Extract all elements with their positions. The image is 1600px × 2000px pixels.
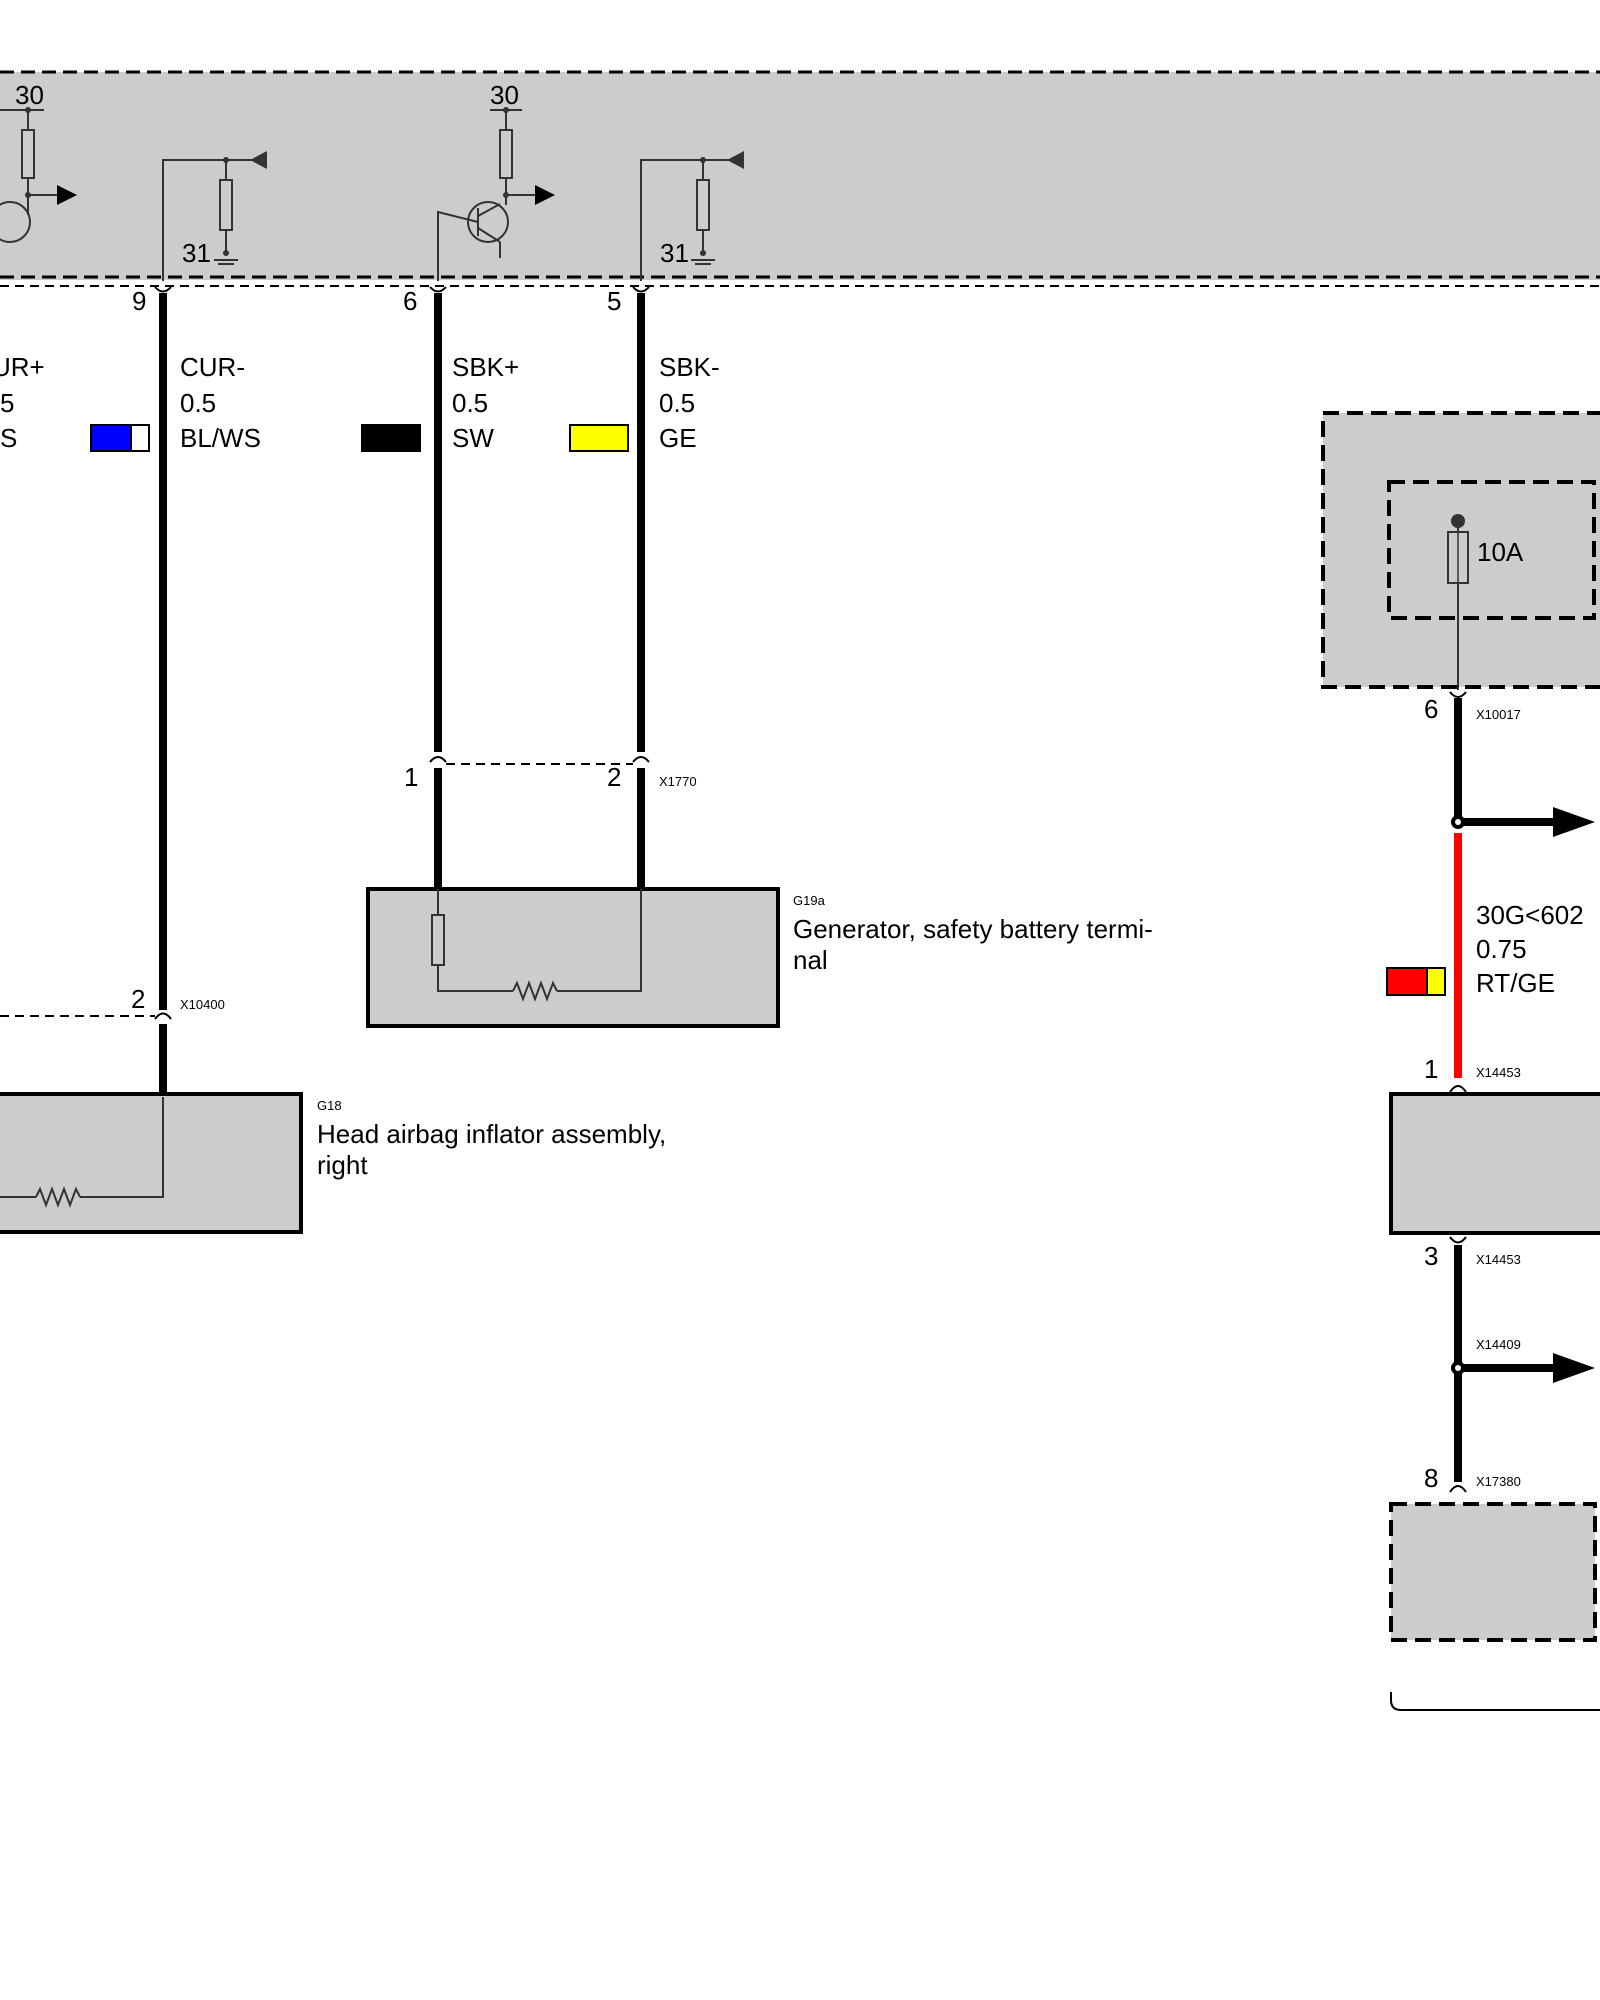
wire-label-cur-plus-name: UR+ (0, 352, 45, 382)
component-g19a (366, 887, 780, 1028)
ground-resistor-left (162, 151, 267, 281)
wire-label-sbk-plus-gauge: 0.5 (452, 388, 488, 418)
component-g18 (0, 1092, 303, 1234)
component-g19a-desc-line1: Generator, safety battery termi- (793, 914, 1153, 944)
x14453-pin-3: 3 (1424, 1241, 1438, 1271)
connector-hooks (154, 286, 650, 1020)
component-g19a-desc-line2: nal (793, 945, 828, 975)
heating-element-icon (512, 980, 558, 1002)
fuse-holder (1387, 480, 1596, 620)
ground-label-31-right: 31 (660, 238, 689, 268)
color-swatch-rt-ge (1386, 967, 1446, 996)
connector-x17380-id: X17380 (1476, 1474, 1521, 1489)
control-unit-module: 30 31 (0, 70, 1600, 287)
transistor-circuit-middle (437, 107, 555, 281)
heating-element-icon (35, 1186, 81, 1208)
wire-label-supply-name: 30G<602 (1476, 900, 1584, 930)
transistor-icon (467, 201, 509, 243)
pin-5: 5 (607, 286, 621, 316)
color-swatch-bl-ws (90, 424, 150, 452)
component-box-right (1389, 1092, 1600, 1235)
color-swatch-ge (569, 424, 629, 452)
ground-label-31-left: 31 (182, 238, 211, 268)
fuse-module (1321, 411, 1600, 690)
wire-label-sbk-minus-gauge: 0.5 (659, 388, 695, 418)
component-g18-desc-line1: Head airbag inflator assembly, (317, 1119, 666, 1149)
bracket-line (1390, 1692, 1600, 1711)
x10017-pin-6: 6 (1424, 694, 1438, 724)
control-unit-body (0, 72, 1600, 280)
connector-x10400-id: X10400 (180, 997, 225, 1012)
pin-6: 6 (403, 286, 417, 316)
wire-label-sbk-minus-color: GE (659, 423, 697, 453)
component-g18-id: G18 (317, 1098, 342, 1113)
connector-x10017-id: X10017 (1476, 707, 1521, 722)
x14453-pin-1: 1 (1424, 1054, 1438, 1084)
ground-resistor-right (640, 151, 744, 281)
wire-label-sbk-minus-name: SBK- (659, 352, 720, 382)
wire-label-supply-color: RT/GE (1476, 968, 1555, 998)
splice-x14409-id: X14409 (1476, 1337, 1521, 1352)
wire-label-cur-minus-gauge: 0.5 (180, 388, 216, 418)
wire-label-cur-plus-gauge: 5 (0, 388, 14, 418)
wire-label-cur-minus-name: CUR- (180, 352, 245, 382)
supply-label-30-middle: 30 (490, 80, 519, 110)
x1770-pin-1: 1 (404, 762, 418, 792)
wire-label-supply-gauge: 0.75 (1476, 934, 1527, 964)
connector-x14453-bottom-id: X14453 (1476, 1252, 1521, 1267)
wire-label-sbk-plus-name: SBK+ (452, 352, 519, 382)
color-swatch-sw (361, 424, 421, 452)
arrow-right-icon (1553, 807, 1595, 837)
connector-x14453-top-id: X14453 (1476, 1065, 1521, 1080)
wire-label-cur-plus-color: S (0, 423, 17, 453)
wire-label-sbk-plus-color: SW (452, 423, 494, 453)
module-bottom-right (1389, 1502, 1597, 1642)
x1770-pin-2: 2 (607, 762, 621, 792)
fuse-rating: 10A (1477, 537, 1524, 567)
component-g19a-id: G19a (793, 893, 826, 908)
supply-label-30-left: 30 (15, 80, 44, 110)
arrow-right-icon (1553, 1353, 1595, 1383)
x10400-pin-2: 2 (131, 984, 145, 1014)
transistor-circuit-left (0, 107, 77, 243)
connector-x1770-id: X1770 (659, 774, 697, 789)
component-g18-desc-line2: right (317, 1150, 368, 1180)
wire-label-cur-minus-color: BL/WS (180, 423, 261, 453)
x17380-pin-8: 8 (1424, 1463, 1438, 1493)
transistor-icon (0, 201, 31, 243)
pin-9: 9 (132, 286, 146, 316)
